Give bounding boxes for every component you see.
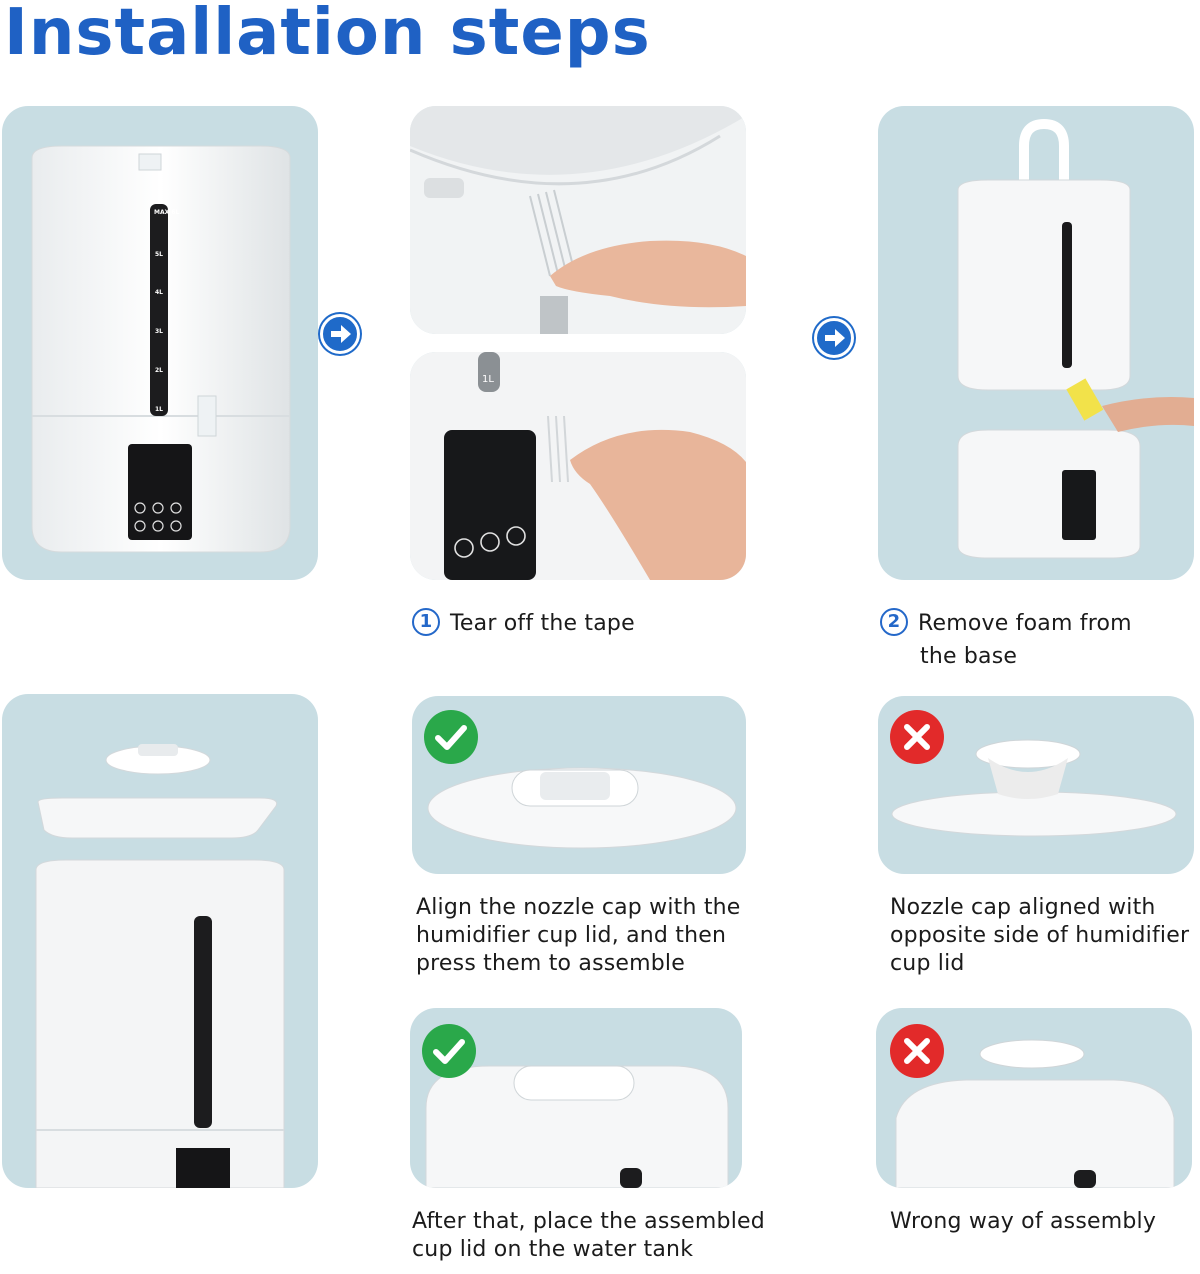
foam-removal-image [957,118,1194,559]
step-1-text: Tear off the tape [450,611,635,636]
scale-2l: 2L [155,367,163,374]
correct-placement-panel [410,1008,742,1188]
tank-scale: MAX 6L 5L 4L 3L 2L 1L [154,209,180,413]
scale-4l: 4L [155,289,163,296]
page-title: Installation steps [4,0,651,70]
assembly-panel [2,694,318,1188]
cross-icon [890,710,944,764]
place-caption-line2: cup lid on the water tank [412,1237,694,1262]
scale-max: MAX 6L [154,209,180,216]
step-number-icon: 2 [880,608,908,636]
tear-tape-bottom-panel: 1L [410,352,746,580]
align-caption: Align the nozzle cap with the humidifier… [416,894,741,978]
align-caption-line2: humidifier cup lid, and then [416,923,727,948]
place-caption-line1: After that, place the assembled [412,1209,765,1234]
assembly-exploded-image [35,744,285,1188]
correct-alignment-panel [412,696,746,874]
step-1-caption: 1 Tear off the tape [412,608,635,638]
lid-correct-image [427,767,737,849]
tape-display-image: 1L [410,352,746,580]
step-2-caption-line2: the base [920,644,1018,669]
tear-tape-top-panel [410,106,746,334]
step-number-icon: 1 [412,608,440,636]
arrow-right-icon [320,314,360,354]
place-caption: After that, place the assembled cup lid … [412,1208,765,1264]
align-caption-line3: press them to assemble [416,951,685,976]
humidifier-image: MAX 6L 5L 4L 3L 2L 1L [31,145,291,553]
lid-wrong-image [891,739,1177,837]
align-caption-line1: Align the nozzle cap with the [416,895,741,920]
check-icon [422,1024,476,1078]
remove-foam-panel [878,106,1194,580]
step-2-caption: 2 Remove foam from [880,608,1132,638]
tape-closeup-image [410,106,746,334]
check-icon [424,710,478,764]
tank-correct-image [425,1065,729,1188]
wrong-caption: Wrong way of assembly [890,1209,1157,1234]
tank-wrong-image [895,1039,1175,1188]
wrong-alignment-panel [878,696,1194,874]
opposite-caption-line1: Nozzle cap aligned with [890,895,1156,920]
wrong-placement-panel [876,1008,1192,1188]
scale-5l: 5L [155,251,163,258]
opposite-caption: Nozzle cap aligned with opposite side of… [890,894,1189,978]
opposite-caption-line2: opposite side of humidifier [890,923,1190,948]
scale-1l: 1L [155,406,163,413]
step-2-text-line1: Remove foam from [918,611,1132,636]
tape-scale-label: 1L [482,374,494,385]
opposite-caption-line3: cup lid [890,951,965,976]
scale-3l: 3L [155,328,163,335]
arrow-right-icon [814,318,854,358]
cross-icon [890,1024,944,1078]
humidifier-tape-panel: MAX 6L 5L 4L 3L 2L 1L [2,106,318,580]
